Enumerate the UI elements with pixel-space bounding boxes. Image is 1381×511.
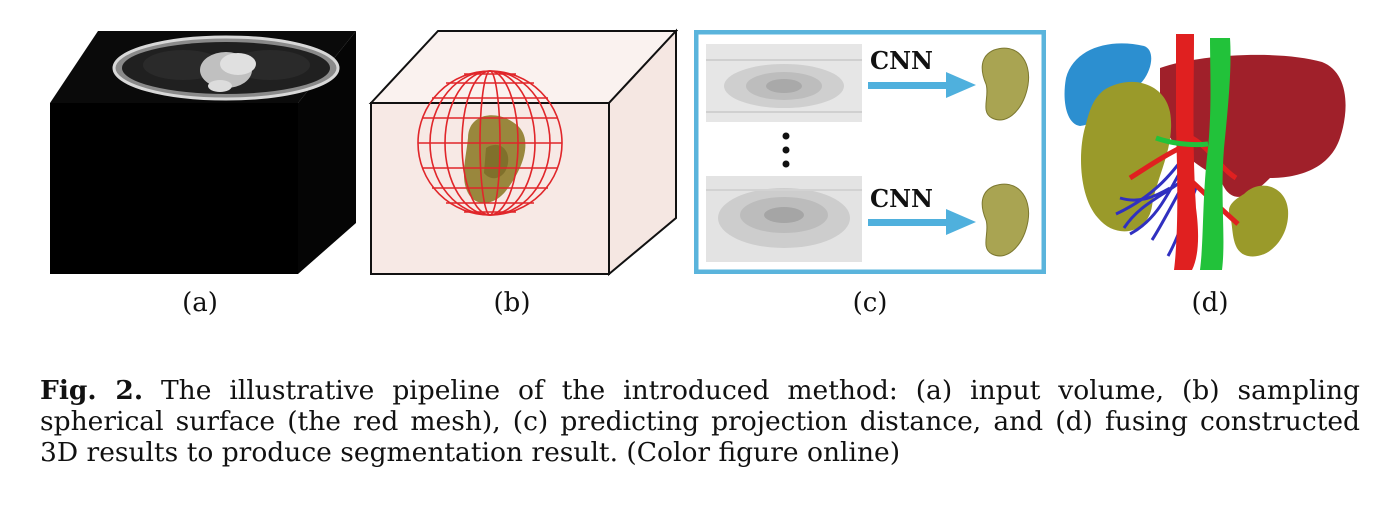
figure-caption: Fig. 2. The illustrative pipeline of the…	[40, 375, 1360, 468]
caption-text: The illustrative pipeline of the introdu…	[40, 375, 1360, 468]
panel-d-fused-segmentation	[1060, 28, 1360, 278]
input-volume-cube	[50, 31, 356, 274]
ct-slice-image	[112, 35, 340, 101]
right-kidney-shape	[1228, 185, 1289, 257]
projection-image-bottom	[706, 176, 862, 262]
output-organ-top	[981, 47, 1030, 121]
spleen-shape	[1064, 43, 1152, 126]
projection-image-top	[706, 44, 862, 122]
panel-b-label: (b)	[493, 288, 531, 318]
panel-a-input-volume	[48, 28, 358, 278]
cnn-frame: CNN CNN	[693, 29, 1047, 275]
panel-c-label: (c)	[852, 288, 888, 318]
panel-b-spherical-sampling	[368, 28, 679, 278]
arrow-top	[868, 72, 976, 98]
output-organ-bottom	[981, 183, 1030, 257]
segmentation-result	[1064, 34, 1346, 270]
red-spherical-mesh	[417, 70, 563, 216]
cnn-label-bottom: CNN	[870, 184, 933, 213]
panel-c-cnn-prediction: CNN CNN	[693, 29, 1047, 275]
caption-prefix: Fig. 2.	[40, 375, 144, 406]
panel-d-label: (d)	[1191, 288, 1229, 318]
panel-a-label: (a)	[182, 288, 218, 318]
ellipsis-dots	[782, 132, 790, 168]
arrow-bottom	[868, 209, 976, 235]
aorta-shape	[1174, 34, 1199, 270]
ivc-shape	[1200, 38, 1231, 270]
cnn-label-top: CNN	[870, 46, 933, 75]
sampling-box	[368, 28, 679, 277]
liver-shape	[1160, 54, 1346, 197]
